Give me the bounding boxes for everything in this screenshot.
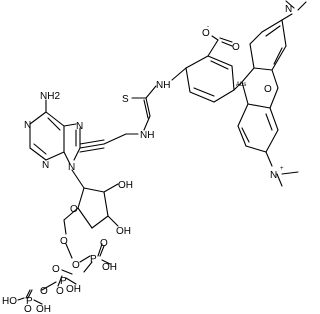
thiourea-nh-left-label: NH bbox=[140, 130, 154, 141]
purine-n9-label: N bbox=[68, 162, 75, 173]
thiourea-bonds bbox=[131, 85, 157, 131]
minus-charge: - bbox=[207, 24, 209, 30]
p-gamma-o-bridge-label: O bbox=[40, 286, 48, 297]
p-gamma-label: P bbox=[26, 296, 33, 307]
p-beta-oh-label: OH bbox=[66, 284, 81, 295]
adenine-bonds bbox=[29, 99, 81, 165]
p-alpha-o-label: O bbox=[100, 238, 108, 249]
purine-n1-label: N bbox=[24, 120, 31, 131]
thiourea-nh-right-label: NH bbox=[156, 80, 170, 91]
p-beta-o-label: O bbox=[56, 286, 64, 297]
thiourea-s-label: S bbox=[122, 94, 129, 105]
ribose-o-label: O bbox=[70, 204, 78, 215]
xanthene-core-bonds bbox=[237, 0, 307, 187]
ribose-bonds bbox=[63, 169, 119, 259]
p-alpha-label: P bbox=[90, 254, 97, 265]
nh2-label: NH2 bbox=[40, 91, 60, 102]
nme2-bottom-n-label: N bbox=[270, 170, 277, 181]
purine-n7-label: N bbox=[76, 121, 83, 132]
propynyl-linker-bonds bbox=[79, 133, 139, 153]
carboxylate-o-minus-label: O bbox=[202, 28, 210, 39]
xanthene-o-label: O bbox=[264, 84, 272, 95]
benzoate-ring-bonds bbox=[171, 35, 243, 103]
p-alpha-o-bridge-label: O bbox=[72, 260, 80, 271]
p-alpha-oh-label: OH bbox=[102, 262, 117, 273]
oh-2-label: OH bbox=[118, 180, 133, 191]
p-gamma-o-label: O bbox=[24, 304, 32, 314]
abs-stereo-tag: Abs bbox=[236, 82, 246, 88]
nme2-top-n-label: N bbox=[285, 4, 292, 15]
o-5-label: O bbox=[60, 236, 68, 247]
carboxylate-o-label: O bbox=[232, 42, 240, 53]
oh-3-label: OH bbox=[116, 226, 131, 237]
p-gamma-ho-label: HO bbox=[2, 296, 17, 307]
p-beta-o-bridge-label: O bbox=[52, 264, 60, 275]
p-beta-label: P bbox=[60, 276, 67, 287]
structure-canvas: N O N + O - O Abs NH S NH bbox=[2, 0, 307, 314]
p-gamma-oh-label: OH bbox=[36, 304, 51, 314]
plus-charge: + bbox=[280, 166, 284, 172]
triphosphate-bonds bbox=[17, 243, 111, 305]
chemical-structure-drawing: N O N + O - O Abs NH S NH bbox=[2, 0, 307, 314]
purine-n3-label: N bbox=[42, 160, 49, 171]
